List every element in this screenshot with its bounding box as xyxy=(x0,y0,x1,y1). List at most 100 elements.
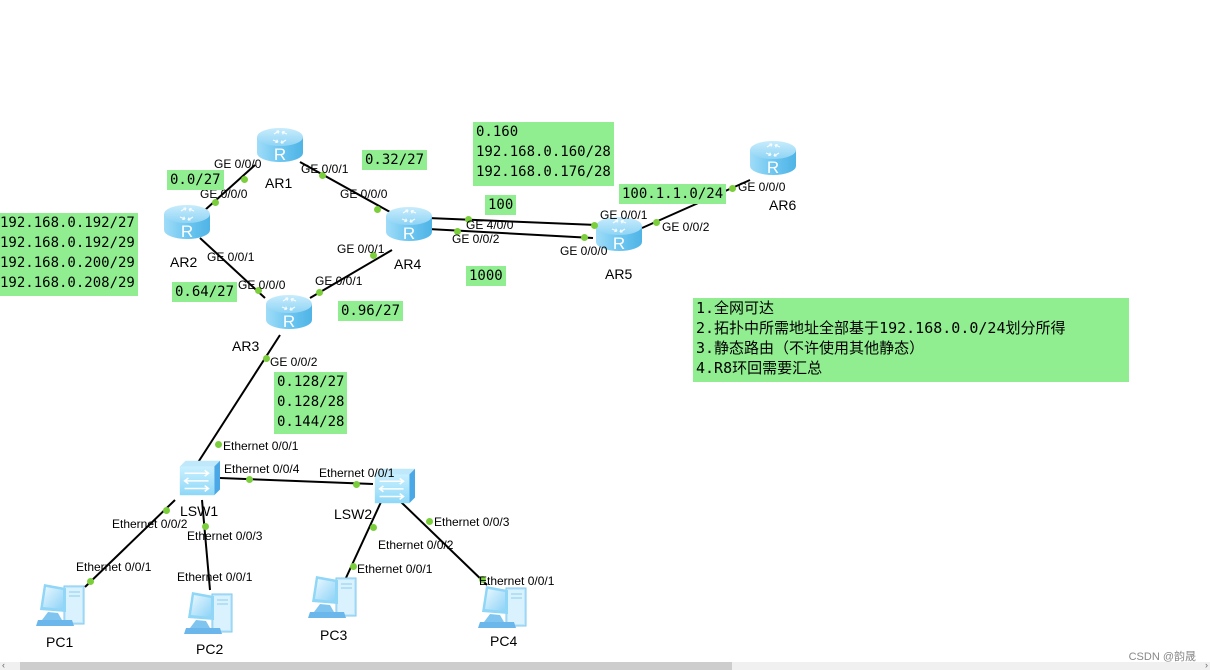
note-ar1-ar2-subnet: 0.0/27 xyxy=(167,170,224,190)
pc-pc1[interactable] xyxy=(36,583,85,627)
link-ar1-ar4 xyxy=(299,161,391,213)
note-line: 192.168.0.160/28 xyxy=(476,144,611,160)
device-label-lsw2: LSW2 xyxy=(334,506,373,522)
note-ar3-lan: 0.128/27 0.128/28 0.144/28 xyxy=(274,372,348,434)
requirement-item: 4.R8环回需要汇总 xyxy=(696,359,823,377)
port-label: Ethernet 0/0/1 xyxy=(223,439,299,453)
note-line: 192.168.0.192/27 xyxy=(0,215,135,231)
port-dot xyxy=(479,576,486,583)
requirement-item: 3.静态路由（不许使用其他静态） xyxy=(696,339,925,357)
port-dot xyxy=(255,287,262,294)
note-link-cost-1000: 1000 xyxy=(466,266,506,286)
pc-pc2[interactable] xyxy=(184,591,233,635)
port-label: Ethernet 0/0/1 xyxy=(357,562,433,576)
device-label-ar1: AR1 xyxy=(265,175,293,191)
port-label: Ethernet 0/0/2 xyxy=(112,517,188,531)
port-dot xyxy=(316,289,323,296)
port-dot xyxy=(350,563,357,570)
port-label: Ethernet 0/0/3 xyxy=(187,529,263,543)
scroll-right-icon[interactable]: › xyxy=(1205,660,1208,670)
link-ar4-ar5-ge400 xyxy=(427,217,598,226)
link-ar2-ar3 xyxy=(199,237,266,299)
note-line: 192.168.0.176/28 xyxy=(476,164,611,180)
port-dot xyxy=(202,523,209,530)
port-label: Ethernet 0/0/1 xyxy=(76,560,152,574)
router-ar3[interactable] xyxy=(265,294,313,332)
port-dot xyxy=(729,185,736,192)
port-dot xyxy=(653,219,660,226)
port-label: Ethernet 0/0/1 xyxy=(479,574,555,588)
port-label: Ethernet 0/0/1 xyxy=(177,570,253,584)
port-dot xyxy=(87,578,94,585)
port-dot xyxy=(353,481,360,488)
port-label: GE 0/0/0 xyxy=(200,187,248,201)
pc-pc4[interactable] xyxy=(478,585,527,629)
port-label: Ethernet 0/0/1 xyxy=(319,466,395,480)
note-ar3-ar4-subnet: 0.96/27 xyxy=(338,301,404,321)
device-label-ar5: AR5 xyxy=(605,266,633,282)
device-label-pc3: PC3 xyxy=(320,627,348,643)
port-dot xyxy=(319,172,326,179)
port-dot xyxy=(581,234,588,241)
device-label-pc2: PC2 xyxy=(196,641,224,657)
watermark: CSDN @韵晟 xyxy=(1128,651,1196,663)
port-label: Ethernet 0/0/3 xyxy=(434,515,510,529)
port-dot xyxy=(241,176,248,183)
link-lsw1-pc2 xyxy=(201,499,211,591)
note-line: 0.0/27 xyxy=(170,172,221,188)
note-line: 0.128/27 xyxy=(277,374,345,390)
device-label-pc1: PC1 xyxy=(46,634,74,650)
port-label: GE 0/0/1 xyxy=(301,162,349,176)
note-line: 0.160 xyxy=(476,124,519,140)
port-label: GE 0/0/2 xyxy=(662,220,710,234)
device-label-ar2: AR2 xyxy=(170,254,198,270)
port-label: GE 0/0/0 xyxy=(238,278,286,292)
port-label: GE 0/0/2 xyxy=(452,232,500,246)
note-ar2-ar3-subnet: 0.64/27 xyxy=(172,282,238,302)
note-ar1-ar4-subnet: 0.32/27 xyxy=(362,150,428,170)
pc-pc3[interactable] xyxy=(308,575,357,619)
port-label: GE 0/0/0 xyxy=(214,157,262,171)
port-dot xyxy=(212,199,219,206)
note-ar4-ar5-subnets: 0.160 192.168.0.160/28 192.168.0.176/28 xyxy=(473,122,614,186)
device-label-ar3: AR3 xyxy=(232,338,260,354)
switch-lsw1[interactable] xyxy=(178,459,220,497)
port-dot xyxy=(465,216,472,223)
port-dot xyxy=(215,441,222,448)
port-dot xyxy=(454,228,461,235)
note-requirements: 1.全网可达 2.拓扑中所需地址全部基于192.168.0.0/24划分所得 3… xyxy=(693,298,1129,382)
scrollbar-thumb[interactable] xyxy=(20,662,732,670)
port-dot xyxy=(263,355,270,362)
router-ar1[interactable] xyxy=(256,127,304,165)
port-dot xyxy=(163,507,170,514)
port-label: GE 0/0/2 xyxy=(270,355,318,369)
port-label: GE 0/0/1 xyxy=(337,242,385,256)
port-label: GE 4/0/0 xyxy=(466,218,514,232)
note-line: 100.1.1.0/24 xyxy=(622,186,724,202)
link-ar3-ar4 xyxy=(309,249,393,299)
note-line: 0.96/27 xyxy=(341,303,401,319)
router-ar6[interactable] xyxy=(749,140,797,178)
port-label: Ethernet 0/0/2 xyxy=(378,538,454,552)
port-dot xyxy=(370,252,377,259)
port-label: GE 0/0/0 xyxy=(560,244,608,258)
port-label: Ethernet 0/0/4 xyxy=(224,462,300,476)
port-dot xyxy=(370,524,377,531)
port-dot xyxy=(246,476,253,483)
note-link-cost-100: 100 xyxy=(485,195,517,215)
note-line: 0.144/28 xyxy=(277,414,345,430)
router-ar4[interactable] xyxy=(385,206,433,244)
link-lsw1-pc1 xyxy=(84,499,176,588)
note-line: 0.64/27 xyxy=(175,284,235,300)
port-label: GE 0/0/1 xyxy=(207,250,255,264)
horizontal-scrollbar[interactable]: ‹ › xyxy=(0,660,1210,670)
note-line: 100 xyxy=(488,197,514,213)
device-label-pc4: PC4 xyxy=(490,633,518,649)
port-dot xyxy=(374,206,381,213)
link-lsw1-lsw2 xyxy=(219,477,374,485)
requirement-item: 1.全网可达 xyxy=(696,299,775,317)
port-label: GE 0/0/0 xyxy=(340,187,388,201)
port-dot xyxy=(426,518,433,525)
router-ar2[interactable] xyxy=(163,204,211,242)
scroll-left-icon[interactable]: ‹ xyxy=(2,660,5,670)
